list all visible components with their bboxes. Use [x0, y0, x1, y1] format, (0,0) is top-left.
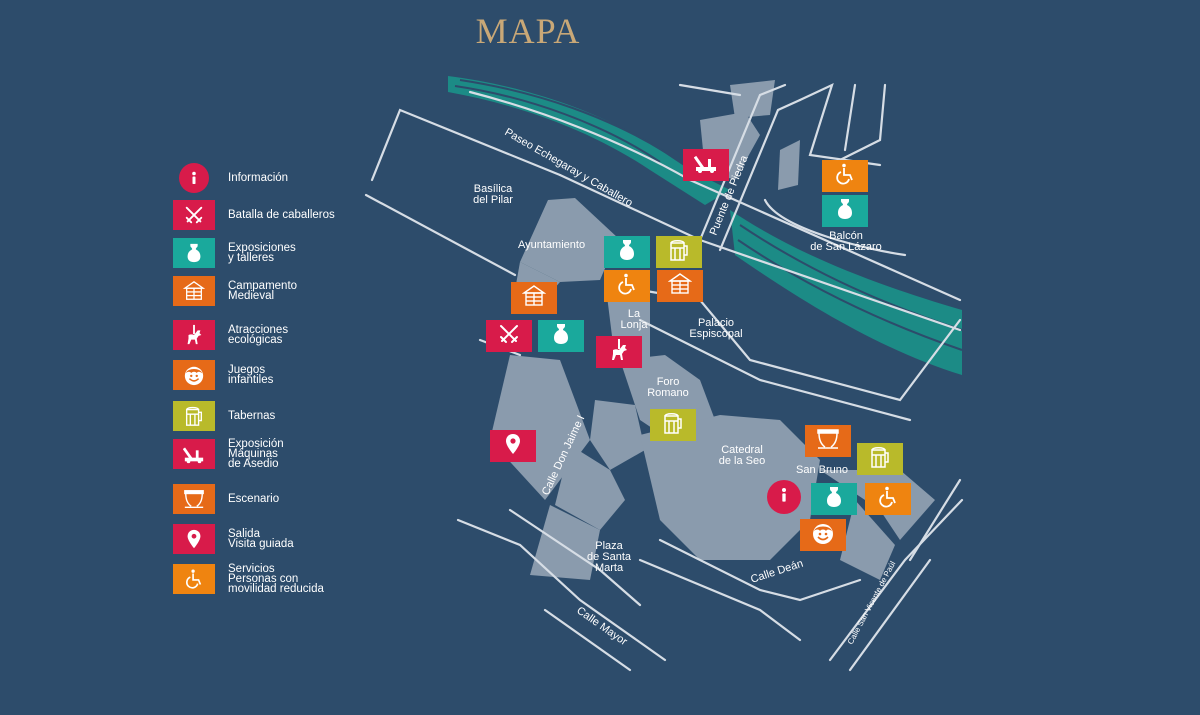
vase-icon: [822, 485, 846, 514]
street-label-mayor: Calle Mayor: [574, 605, 629, 649]
smiley-icon: [173, 360, 215, 390]
map-marker-beer-mug[interactable]: [650, 409, 696, 441]
catapult-icon: [173, 439, 215, 469]
vase-icon: [833, 197, 857, 226]
pin-icon: [501, 432, 525, 461]
horse-icon: [607, 338, 631, 367]
wheelchair-icon: [615, 272, 639, 301]
legend-label: Campamento Medieval: [228, 280, 298, 302]
tent-icon: [173, 276, 215, 306]
legend-item-info: Información: [173, 163, 403, 193]
crossed-swords-icon: [173, 200, 215, 230]
river: [448, 76, 963, 375]
place-label-ayuntamiento: Ayuntamiento: [518, 239, 586, 251]
legend-label: Atracciones ecológicas: [228, 324, 289, 346]
stage-icon: [816, 427, 840, 456]
map-marker-wheelchair[interactable]: [822, 160, 868, 192]
legend-label: Batalla de caballeros: [228, 209, 335, 221]
legend-label: Tabernas: [228, 410, 276, 422]
place-label-catedral: Catedral de la Seo: [718, 444, 766, 467]
map-marker-vase[interactable]: [604, 236, 650, 268]
legend-item-tent: Campamento Medieval: [173, 276, 403, 306]
place-label-santa-marta: Plaza de Santa Marta: [586, 540, 632, 574]
map-marker-wheelchair[interactable]: [865, 483, 911, 515]
map-marker-stage[interactable]: [805, 425, 851, 457]
map-marker-smiley[interactable]: [800, 519, 846, 551]
place-label-lonja: La Lonja: [620, 308, 648, 331]
map-marker-catapult[interactable]: [683, 149, 729, 181]
legend-item-stage: Escenario: [173, 484, 403, 514]
wheelchair-icon: [876, 485, 900, 514]
legend-label: Juegos infantiles: [228, 364, 274, 386]
beer-mug-icon: [667, 238, 691, 267]
info-icon: [774, 485, 794, 510]
legend-item-beer-mug: Tabernas: [173, 401, 403, 431]
pin-icon: [173, 524, 215, 554]
page-title: MAPA: [475, 11, 581, 51]
roads: [364, 82, 964, 672]
legend-label: Salida Visita guiada: [228, 528, 294, 550]
map-marker-vase[interactable]: [538, 320, 584, 352]
map-marker-beer-mug[interactable]: [857, 443, 903, 475]
beer-mug-icon: [661, 411, 685, 440]
beer-mug-icon: [173, 401, 215, 431]
horse-icon: [173, 320, 215, 350]
tent-icon: [667, 272, 693, 301]
place-label-balcon: Balcón de San Lázaro: [810, 230, 882, 253]
legend-label: Información: [228, 172, 289, 184]
legend-label: Exposición Máquinas de Asedio: [228, 438, 284, 470]
place-label-palacio: Palacio Espiscopal: [689, 317, 743, 340]
catapult-icon: [693, 151, 718, 180]
legend-item-smiley: Juegos infantiles: [173, 360, 403, 390]
wheelchair-icon: [833, 162, 857, 191]
legend-label: Escenario: [228, 493, 280, 505]
map-marker-horse[interactable]: [596, 336, 642, 368]
map-marker-vase[interactable]: [811, 483, 857, 515]
smiley-icon: [811, 521, 835, 550]
place-label-basilica: Basílica del Pilar: [473, 183, 513, 206]
legend-item-pin: Salida Visita guiada: [173, 524, 403, 554]
map-marker-wheelchair[interactable]: [604, 270, 650, 302]
legend-item-horse: Atracciones ecológicas: [173, 320, 403, 350]
map-marker-info[interactable]: [767, 480, 801, 514]
map-marker-pin[interactable]: [490, 430, 536, 462]
vase-icon: [173, 238, 215, 268]
place-label-san-bruno: San Bruno: [796, 464, 848, 476]
info-icon: [173, 163, 215, 193]
beer-mug-icon: [868, 445, 892, 474]
tent-icon: [521, 284, 547, 313]
wheelchair-icon: [173, 564, 215, 594]
vase-icon: [549, 322, 573, 351]
legend-item-crossed-swords: Batalla de caballeros: [173, 200, 403, 230]
stage-icon: [173, 484, 215, 514]
map-marker-beer-mug[interactable]: [656, 236, 702, 268]
map-marker-tent[interactable]: [511, 282, 557, 314]
place-label-foro: Foro Romano: [647, 376, 689, 399]
map-marker-tent[interactable]: [657, 270, 703, 302]
map-marker-vase[interactable]: [822, 195, 868, 227]
legend-label: Exposiciones y talleres: [228, 242, 296, 264]
legend-item-wheelchair: Servicios Personas con movilidad reducid…: [173, 563, 403, 595]
legend-item-vase: Exposiciones y talleres: [173, 238, 403, 268]
vase-icon: [615, 238, 639, 267]
street-label-dean: Calle Deán: [749, 558, 804, 586]
legend-label: Servicios Personas con movilidad reducid…: [228, 563, 324, 595]
legend-item-catapult: Exposición Máquinas de Asedio: [173, 438, 403, 470]
map-marker-crossed-swords[interactable]: [486, 320, 532, 352]
crossed-swords-icon: [497, 322, 521, 351]
